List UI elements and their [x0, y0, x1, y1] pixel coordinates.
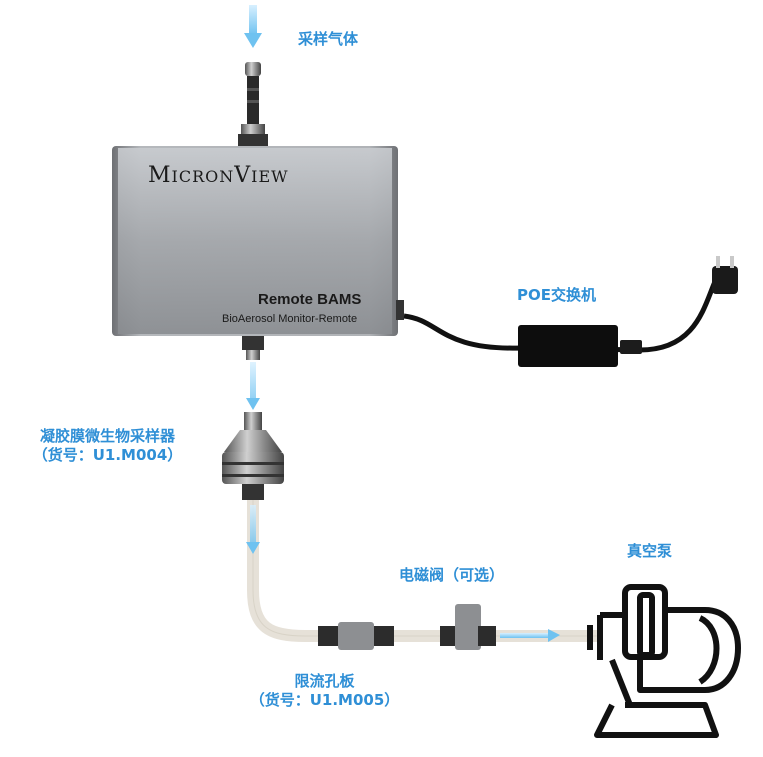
- solenoid-valve-label: 电磁阀（可选）: [399, 566, 505, 584]
- device-subtitle: BioAerosol Monitor-Remote: [222, 313, 358, 325]
- sample-gas-label: 采样气体: [298, 30, 359, 48]
- solenoid-valve: [440, 604, 496, 650]
- gel-sampler-part-number: （货号：U1.M004）: [32, 445, 183, 464]
- orifice-plate: [318, 622, 394, 650]
- flow-arrow-3: [500, 629, 560, 642]
- power-plug: [712, 256, 738, 294]
- orifice-plate-part-number: （货号：U1.M005）: [249, 690, 400, 709]
- vacuum-pump-icon: [587, 584, 741, 738]
- vacuum-pump-label: 真空泵: [627, 542, 673, 560]
- gel-sampler-name: 凝胶膜微生物采样器: [39, 427, 175, 445]
- gel-sampler-label: 凝胶膜微生物采样器 （货号：U1.M004）: [5, 427, 210, 465]
- orifice-plate-label: 限流孔板 （货号：U1.M005）: [222, 672, 427, 710]
- gel-membrane-sampler: [222, 412, 284, 500]
- inlet-nozzle: [238, 62, 268, 146]
- flow-arrow-1: [246, 362, 260, 410]
- poe-switch-adapter: [518, 325, 642, 367]
- remote-bams-device: [112, 146, 404, 336]
- device-model-name: Remote BAMS: [258, 291, 362, 308]
- flow-arrow-2: [246, 505, 260, 554]
- inlet-flow-arrow: [244, 5, 262, 48]
- brand-logo: MICRONVIEW: [148, 163, 289, 188]
- outlet-fitting: [242, 336, 264, 360]
- orifice-plate-name: 限流孔板: [294, 672, 355, 690]
- poe-switch-label: POE交换机: [517, 286, 596, 304]
